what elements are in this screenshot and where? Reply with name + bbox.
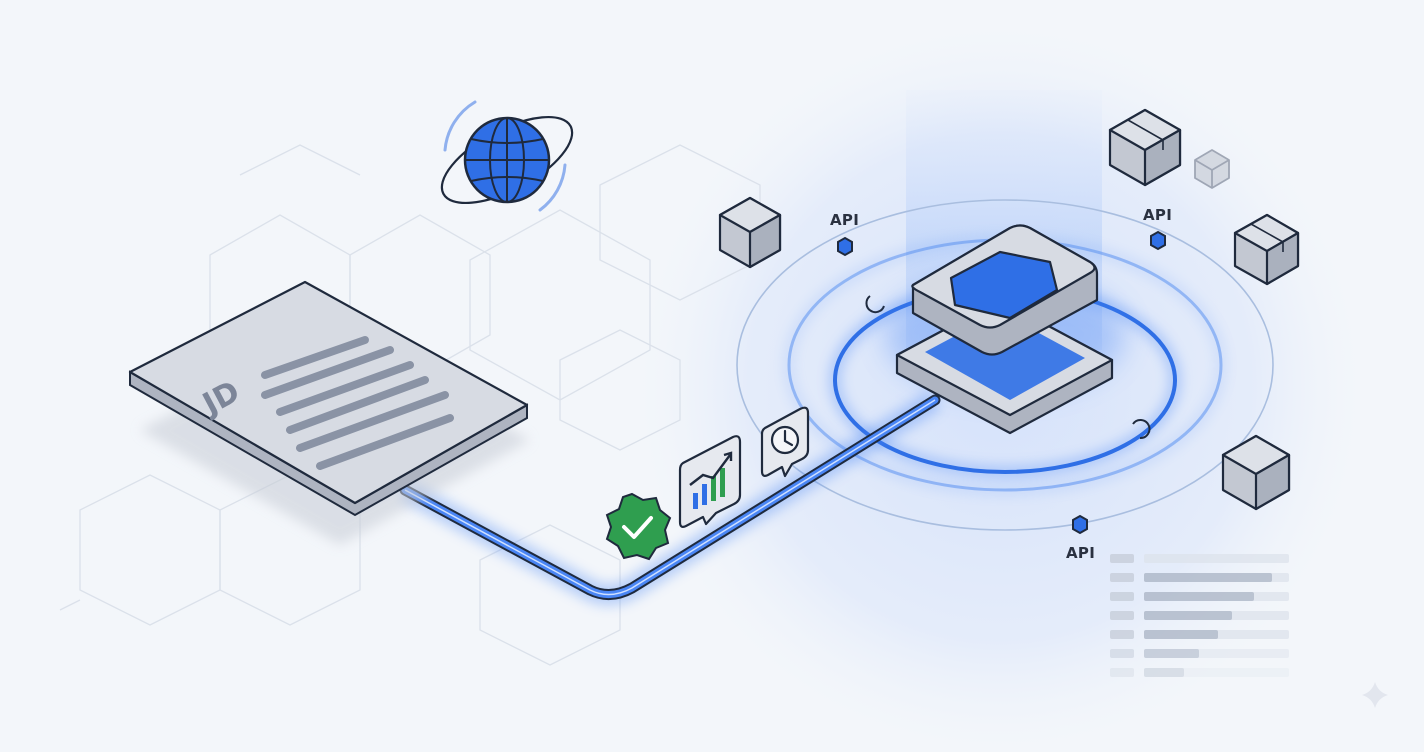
verified-badge-icon	[605, 492, 672, 561]
clock-icon	[760, 406, 810, 478]
data-list-panel	[1110, 554, 1289, 677]
package-box-icon	[1194, 149, 1230, 189]
api-label: API	[830, 211, 859, 229]
api-node: API	[1143, 206, 1172, 251]
api-label: API	[1066, 544, 1095, 562]
package-box-icon	[718, 196, 782, 269]
data-pipeline	[399, 390, 941, 606]
orbit-marker	[865, 295, 1151, 440]
sparkle-icon	[1362, 682, 1388, 708]
server-stack-icon	[885, 224, 1125, 435]
package-box-icon	[1108, 108, 1182, 187]
api-label: API	[1143, 206, 1172, 224]
growth-chart-icon	[678, 435, 742, 528]
api-node: API	[830, 211, 859, 257]
document-text-lines	[261, 336, 454, 470]
package-box-icon	[1221, 434, 1291, 511]
api-node: API	[1066, 514, 1095, 562]
package-box-icon	[1233, 213, 1300, 286]
document-icon: JD	[128, 280, 530, 545]
globe-icon	[440, 100, 574, 212]
